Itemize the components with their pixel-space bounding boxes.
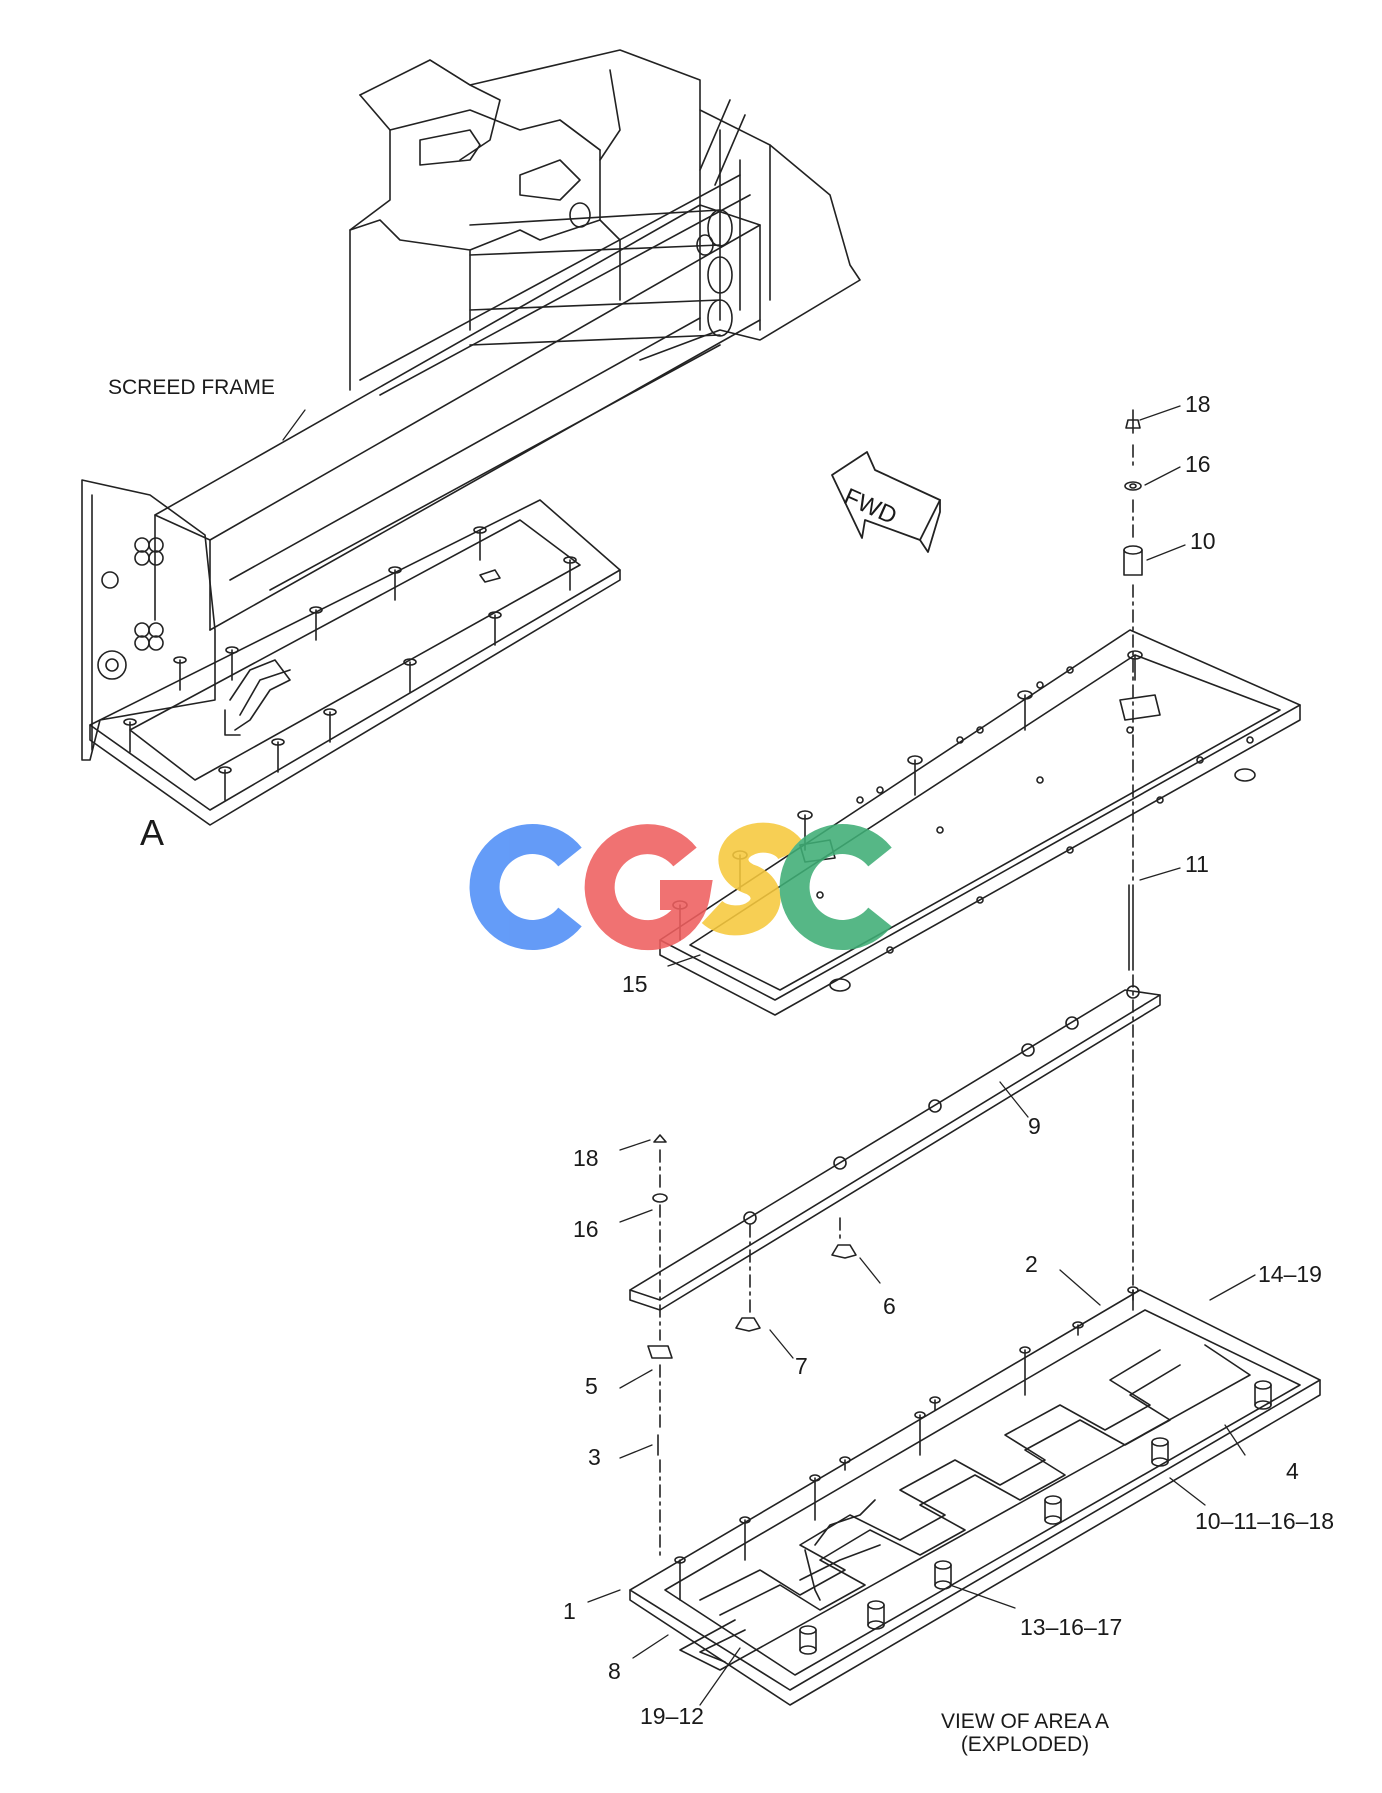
leader-lines [282, 405, 1256, 1706]
left-fastener-stack [647, 1134, 673, 1561]
callout-16-top: 16 [1185, 451, 1211, 477]
screed-frame-assembly [81, 49, 861, 826]
part-15-plate [659, 629, 1301, 1016]
callout-16-left: 16 [573, 1216, 599, 1242]
callout-11: 11 [1185, 851, 1209, 877]
part-8-spacers [799, 1380, 1272, 1655]
callout-10: 10 [1190, 528, 1216, 554]
callout-18-top: 18 [1185, 391, 1211, 417]
screed-frame-label: SCREED FRAME [108, 376, 275, 399]
callout-13-16-17: 13–16–17 [1020, 1614, 1123, 1640]
callout-7: 7 [795, 1353, 808, 1379]
clip-fasteners [735, 1217, 857, 1332]
part-8-plate [629, 1286, 1321, 1706]
callout-10-11-16-18: 10–11–16–18 [1195, 1508, 1334, 1534]
callout-2: 2 [1025, 1251, 1038, 1277]
callout-5: 5 [585, 1373, 598, 1399]
callout-15: 15 [622, 971, 648, 997]
part-15-holes [816, 666, 1256, 992]
callout-9: 9 [1028, 1113, 1041, 1139]
callout-18-left: 18 [573, 1145, 599, 1171]
callout-8: 8 [608, 1658, 621, 1684]
part-15-studs [672, 650, 1143, 941]
watermark [469, 822, 892, 951]
callout-1: 1 [563, 1598, 576, 1624]
part-8-studs [674, 1286, 1139, 1601]
frame-stud-row [123, 526, 577, 801]
fwd-arrow-icon [831, 451, 941, 553]
callout-14-19: 14–19 [1258, 1261, 1322, 1287]
callout-19-12: 19–12 [640, 1703, 704, 1729]
view-caption-line1: VIEW OF AREA A [940, 1710, 1110, 1733]
callout-4: 4 [1286, 1458, 1299, 1484]
part-9-strip [629, 985, 1161, 1311]
right-fastener-stack [1123, 409, 1143, 1311]
view-caption: VIEW OF AREA A (EXPLODED) [930, 1710, 1120, 1756]
view-caption-line2: (EXPLODED) [960, 1733, 1090, 1757]
callout-3: 3 [588, 1444, 601, 1470]
view-marker-a: A [140, 812, 165, 853]
callout-6: 6 [883, 1293, 896, 1319]
